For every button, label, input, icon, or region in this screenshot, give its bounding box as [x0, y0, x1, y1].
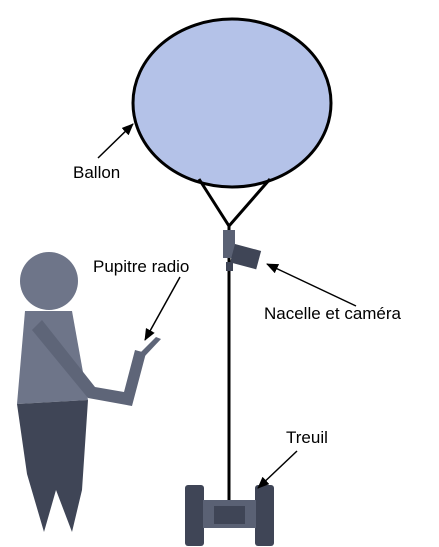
gondola-camera — [223, 230, 262, 271]
balloon-arrow — [97, 123, 134, 159]
radio-console — [139, 337, 161, 356]
operator-figure — [17, 252, 161, 532]
gondola-arrow — [266, 263, 357, 307]
operator-head — [20, 252, 78, 310]
operator-arm — [32, 320, 146, 406]
winch-arrow — [257, 450, 298, 489]
operator-torso — [17, 311, 88, 404]
radio-console-label: Pupitre radio — [93, 257, 189, 276]
gondola-camera-label: Nacelle et caméra — [264, 304, 402, 323]
operator-legs — [17, 400, 88, 532]
radio-console-arrow — [144, 276, 181, 341]
winch-label: Treuil — [286, 428, 328, 447]
winch — [185, 485, 274, 546]
balloon-envelope — [131, 17, 333, 189]
balloon-label: Ballon — [73, 163, 120, 182]
